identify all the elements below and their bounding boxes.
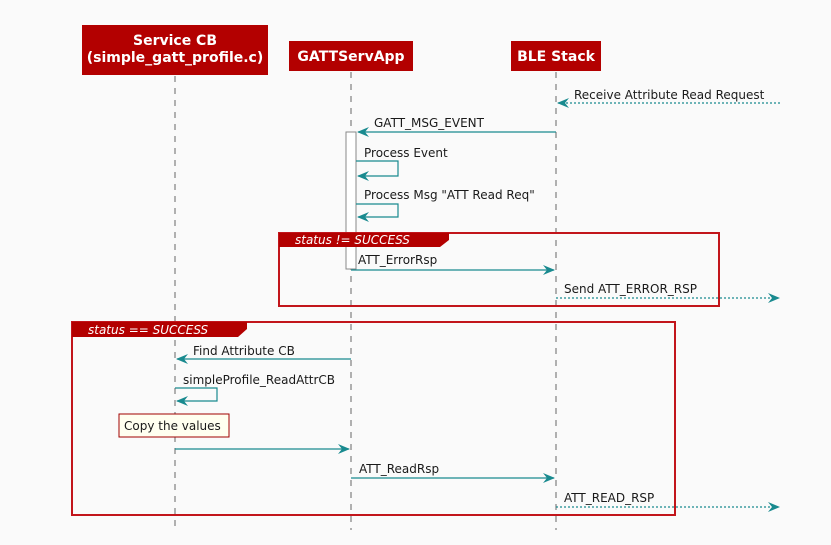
- frame-label: status != SUCCESS: [295, 233, 410, 247]
- message-receive-read-request[interactable]: Receive Attribute Read Request: [557, 88, 780, 108]
- note-text: Copy the values: [124, 419, 221, 433]
- participant-gattservapp[interactable]: GATTServApp: [289, 41, 413, 71]
- participant-ble-stack[interactable]: BLE Stack: [511, 41, 601, 71]
- note-copy-values: Copy the values: [118, 413, 230, 438]
- message-gatt-msg-event[interactable]: GATT_MSG_EVENT: [357, 116, 556, 137]
- frame-label: status == SUCCESS: [88, 323, 209, 337]
- message-att-read-rsp-out[interactable]: ATT_READ_RSP: [556, 491, 780, 512]
- message-label: Receive Attribute Read Request: [574, 88, 765, 102]
- participant-label: Service CB: [133, 33, 217, 49]
- message-send-att-error-rsp[interactable]: Send ATT_ERROR_RSP: [556, 282, 780, 303]
- participant-label: GATTServApp: [297, 49, 404, 65]
- message-label: Process Msg "ATT Read Req": [364, 188, 535, 202]
- participant-sublabel: (simple_gatt_profile.c): [87, 50, 264, 66]
- participant-label: BLE Stack: [517, 49, 596, 65]
- message-simpleprofile-readattrcb[interactable]: simpleProfile_ReadAttrCB: [175, 373, 335, 406]
- message-process-event[interactable]: Process Event: [356, 146, 448, 181]
- message-label: Send ATT_ERROR_RSP: [564, 282, 697, 296]
- message-process-msg[interactable]: Process Msg "ATT Read Req": [356, 188, 535, 222]
- participant-service-cb[interactable]: Service CB (simple_gatt_profile.c): [82, 25, 268, 75]
- activation-bar: [345, 131, 357, 270]
- message-att-error-rsp[interactable]: ATT_ErrorRsp: [351, 253, 555, 275]
- message-label: ATT_READ_RSP: [564, 491, 654, 505]
- message-att-read-rsp[interactable]: ATT_ReadRsp: [351, 462, 555, 483]
- message-label: ATT_ReadRsp: [359, 462, 439, 476]
- message-label: Find Attribute CB: [193, 344, 295, 358]
- message-label: Process Event: [364, 146, 448, 160]
- message-find-attribute-cb[interactable]: Find Attribute CB: [176, 344, 351, 364]
- frame-status-error: status != SUCCESS: [278, 232, 720, 307]
- frame-status-success: status == SUCCESS: [71, 321, 676, 516]
- message-label: GATT_MSG_EVENT: [374, 116, 485, 130]
- message-label: simpleProfile_ReadAttrCB: [183, 373, 335, 387]
- message-label: ATT_ErrorRsp: [358, 253, 437, 267]
